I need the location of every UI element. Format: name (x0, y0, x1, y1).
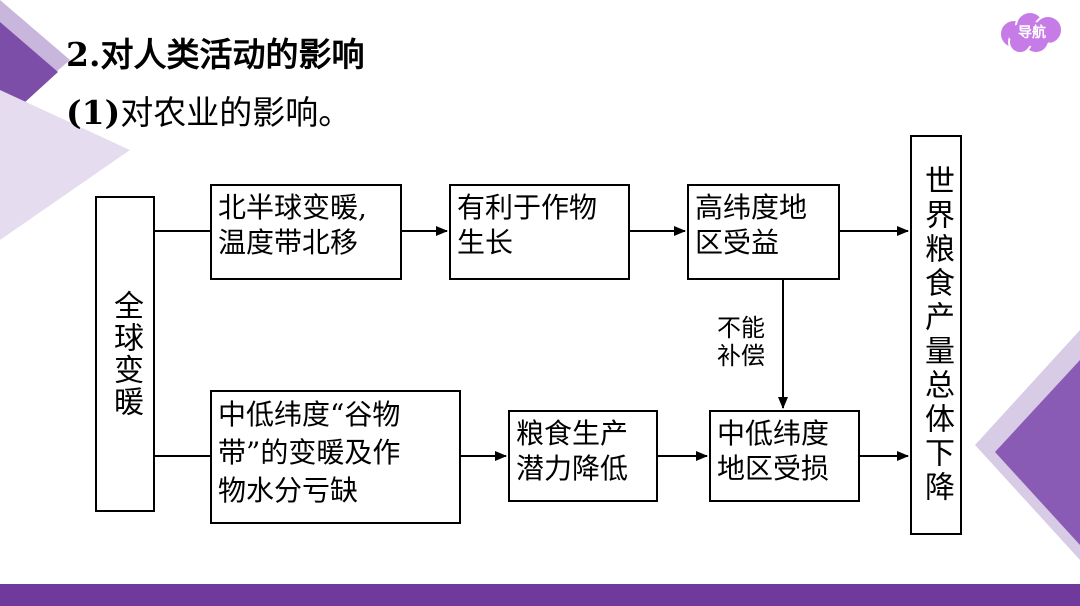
bottom-step-1: 中低纬度“谷物 带”的变暖及作 物水分亏缺 (210, 390, 461, 524)
top-step-2-line-2: 生长 (457, 226, 514, 259)
top-step-1-line-1: 北半球变暖, (218, 191, 367, 224)
bottom-step-3-line-2: 地区受损 (717, 452, 830, 485)
top-step-3: 高纬度地 区受益 (687, 184, 840, 280)
cloud-icon (999, 11, 1063, 54)
connector-note-line-1: 不能 (717, 314, 765, 342)
nav-label: 导航 (1018, 25, 1046, 41)
top-step-1-line-2: 温度带北移 (218, 226, 359, 259)
top-step-2-line-1: 有利于作物 (457, 191, 598, 224)
top-step-2: 有利于作物 生长 (449, 184, 630, 280)
bottom-step-1-line-2: 带”的变暖及作 (218, 436, 401, 469)
bottom-step-2-line-2: 潜力降低 (516, 452, 629, 485)
bottom-step-2: 粮食生产 潜力降低 (508, 410, 658, 502)
bottom-step-1-line-3: 物水分亏缺 (218, 474, 359, 507)
bottom-accent-bar (0, 584, 1080, 606)
connector-note-line-2: 补偿 (717, 342, 765, 370)
bottom-step-3: 中低纬度 地区受损 (709, 410, 860, 502)
result-label: 世界粮食产量总体下降 (919, 165, 954, 505)
subtitle-text: 对农业的影响。 (120, 93, 352, 132)
top-step-3-line-2: 区受益 (695, 226, 780, 259)
bottom-step-3-line-1: 中低纬度 (717, 417, 830, 450)
result-box: 世界粮食产量总体下降 (910, 135, 962, 535)
source-label: 全球变暖 (108, 290, 143, 418)
right-decor-dark (995, 360, 1080, 545)
bottom-step-1-line-1: 中低纬度“谷物 (218, 398, 401, 431)
bottom-step-2-line-1: 粮食生产 (516, 417, 629, 450)
source-box: 全球变暖 (95, 196, 155, 512)
top-step-1: 北半球变暖, 温度带北移 (210, 184, 402, 280)
nav-button[interactable]: 导航 (996, 10, 1068, 56)
connector-note: 不能 补偿 (717, 314, 765, 370)
top-step-3-line-1: 高纬度地 (695, 191, 808, 224)
section-subtitle: (1)对农业的影响。 (66, 86, 351, 134)
left-decor-pale (0, 90, 130, 240)
subtitle-number: (1) (66, 93, 121, 132)
page-title: 2.对人类活动的影响 (66, 35, 365, 74)
